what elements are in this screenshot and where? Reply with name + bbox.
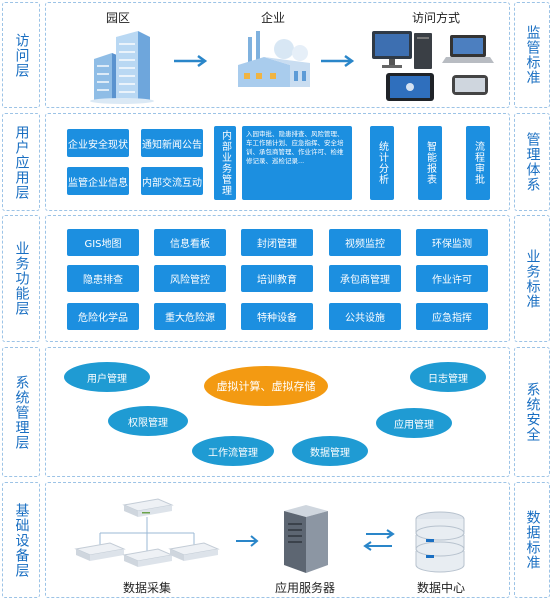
standard-label: 系统安全 [524, 382, 541, 442]
standard-band: 系统安全 [514, 347, 550, 477]
system-layer: 用户管理 虚拟计算、虚拟存储 日志管理 权限管理 应用管理 工作流管理 数据管理 [45, 347, 510, 477]
app-button[interactable]: 统计分析 [370, 126, 394, 200]
user-app-layer: 企业安全现状 通知新闻公告 监管企业信息 内部交流互动 内部业务管理 入园审批、… [45, 113, 510, 211]
standard-band: 业务标准 [514, 215, 550, 342]
arrow-right-icon [236, 535, 259, 547]
arrow-right-icon [174, 54, 208, 68]
standard-label: 数据标准 [524, 510, 541, 570]
app-button[interactable]: 企业安全现状 [67, 129, 129, 157]
business-layer: GIS地图信息看板封闭管理视频监控环保监测隐患排查风险管控培训教育承包商管理作业… [45, 215, 510, 342]
infra-layer: 数据采集 应用服务器 数据中心 [45, 482, 510, 598]
layer-infra-band: 基础设备层 [2, 482, 40, 598]
layer-system-band: 系统管理层 [2, 347, 40, 477]
standard-band: 数据标准 [514, 482, 550, 598]
business-function-button[interactable]: 特种设备 [241, 303, 313, 330]
business-function-button[interactable]: 危险化学品 [67, 303, 139, 330]
factory-icon [238, 31, 310, 87]
app-button[interactable]: 通知新闻公告 [141, 129, 203, 157]
layer-label: 访问层 [13, 32, 30, 78]
business-function-button[interactable]: 公共设施 [329, 303, 401, 330]
data-collection-network-icon [74, 498, 220, 567]
arrow-right-icon [321, 54, 355, 68]
business-function-button[interactable]: 风险管控 [154, 265, 226, 292]
app-button[interactable]: 内部交流互动 [141, 167, 203, 195]
system-item-ellipse[interactable]: 日志管理 [410, 362, 486, 392]
layer-business-band: 业务功能层 [2, 215, 40, 342]
system-item-ellipse[interactable]: 用户管理 [64, 362, 150, 392]
devices-icon [372, 31, 494, 101]
data-collection-label: 数据采集 [122, 581, 171, 595]
data-center-label: 数据中心 [416, 581, 465, 595]
business-function-button[interactable]: 隐患排查 [67, 265, 139, 292]
layer-label: 用户应用层 [13, 124, 30, 200]
internal-business-button[interactable]: 内部业务管理 [214, 126, 236, 200]
access-layer: 园区 企业 访问方式 [45, 2, 510, 108]
app-button[interactable]: 流程审批 [466, 126, 490, 200]
standard-band: 监管标准 [514, 2, 550, 108]
business-function-button[interactable]: 视频监控 [329, 229, 401, 256]
layer-label: 业务功能层 [13, 241, 30, 316]
business-function-button[interactable]: GIS地图 [67, 229, 139, 256]
standard-band: 管理体系 [514, 113, 550, 211]
server-icon [284, 505, 328, 573]
system-item-ellipse[interactable]: 应用管理 [376, 408, 452, 438]
buildings-icon [90, 31, 154, 104]
enterprise-label: 企业 [260, 11, 285, 25]
business-function-button[interactable]: 重大危险源 [154, 303, 226, 330]
standard-label: 管理体系 [524, 132, 541, 192]
bidirectional-arrow-icon [363, 529, 395, 551]
standard-label: 监管标准 [524, 25, 541, 85]
system-item-ellipse[interactable]: 权限管理 [108, 406, 188, 436]
business-function-button[interactable]: 环保监测 [416, 229, 488, 256]
business-function-button[interactable]: 信息看板 [154, 229, 226, 256]
business-function-button[interactable]: 作业许可 [416, 265, 488, 292]
layer-label: 系统管理层 [13, 374, 30, 450]
database-icon [415, 511, 465, 573]
business-function-button[interactable]: 培训教育 [241, 265, 313, 292]
app-server-label: 应用服务器 [274, 581, 335, 595]
layer-user-app-band: 用户应用层 [2, 113, 40, 211]
app-button[interactable]: 监管企业信息 [67, 167, 129, 195]
system-item-ellipse[interactable]: 数据管理 [292, 436, 368, 466]
internal-business-desc: 入园审批、隐患排查、风险管理、车工作随计划、应急指挥、安全培训、承包商管理、作业… [242, 126, 352, 200]
standard-label: 业务标准 [524, 248, 541, 309]
layer-label: 基础设备层 [13, 502, 30, 578]
park-label: 园区 [105, 11, 130, 25]
layer-access-band: 访问层 [2, 2, 40, 108]
access-method-label: 访问方式 [411, 11, 460, 25]
app-button[interactable]: 智能报表 [418, 126, 442, 200]
business-function-button[interactable]: 应急指挥 [416, 303, 488, 330]
system-item-ellipse[interactable]: 工作流管理 [192, 436, 274, 466]
business-function-button[interactable]: 封闭管理 [241, 229, 313, 256]
virtual-compute-ellipse[interactable]: 虚拟计算、虚拟存储 [204, 366, 328, 406]
business-function-button[interactable]: 承包商管理 [329, 265, 401, 292]
